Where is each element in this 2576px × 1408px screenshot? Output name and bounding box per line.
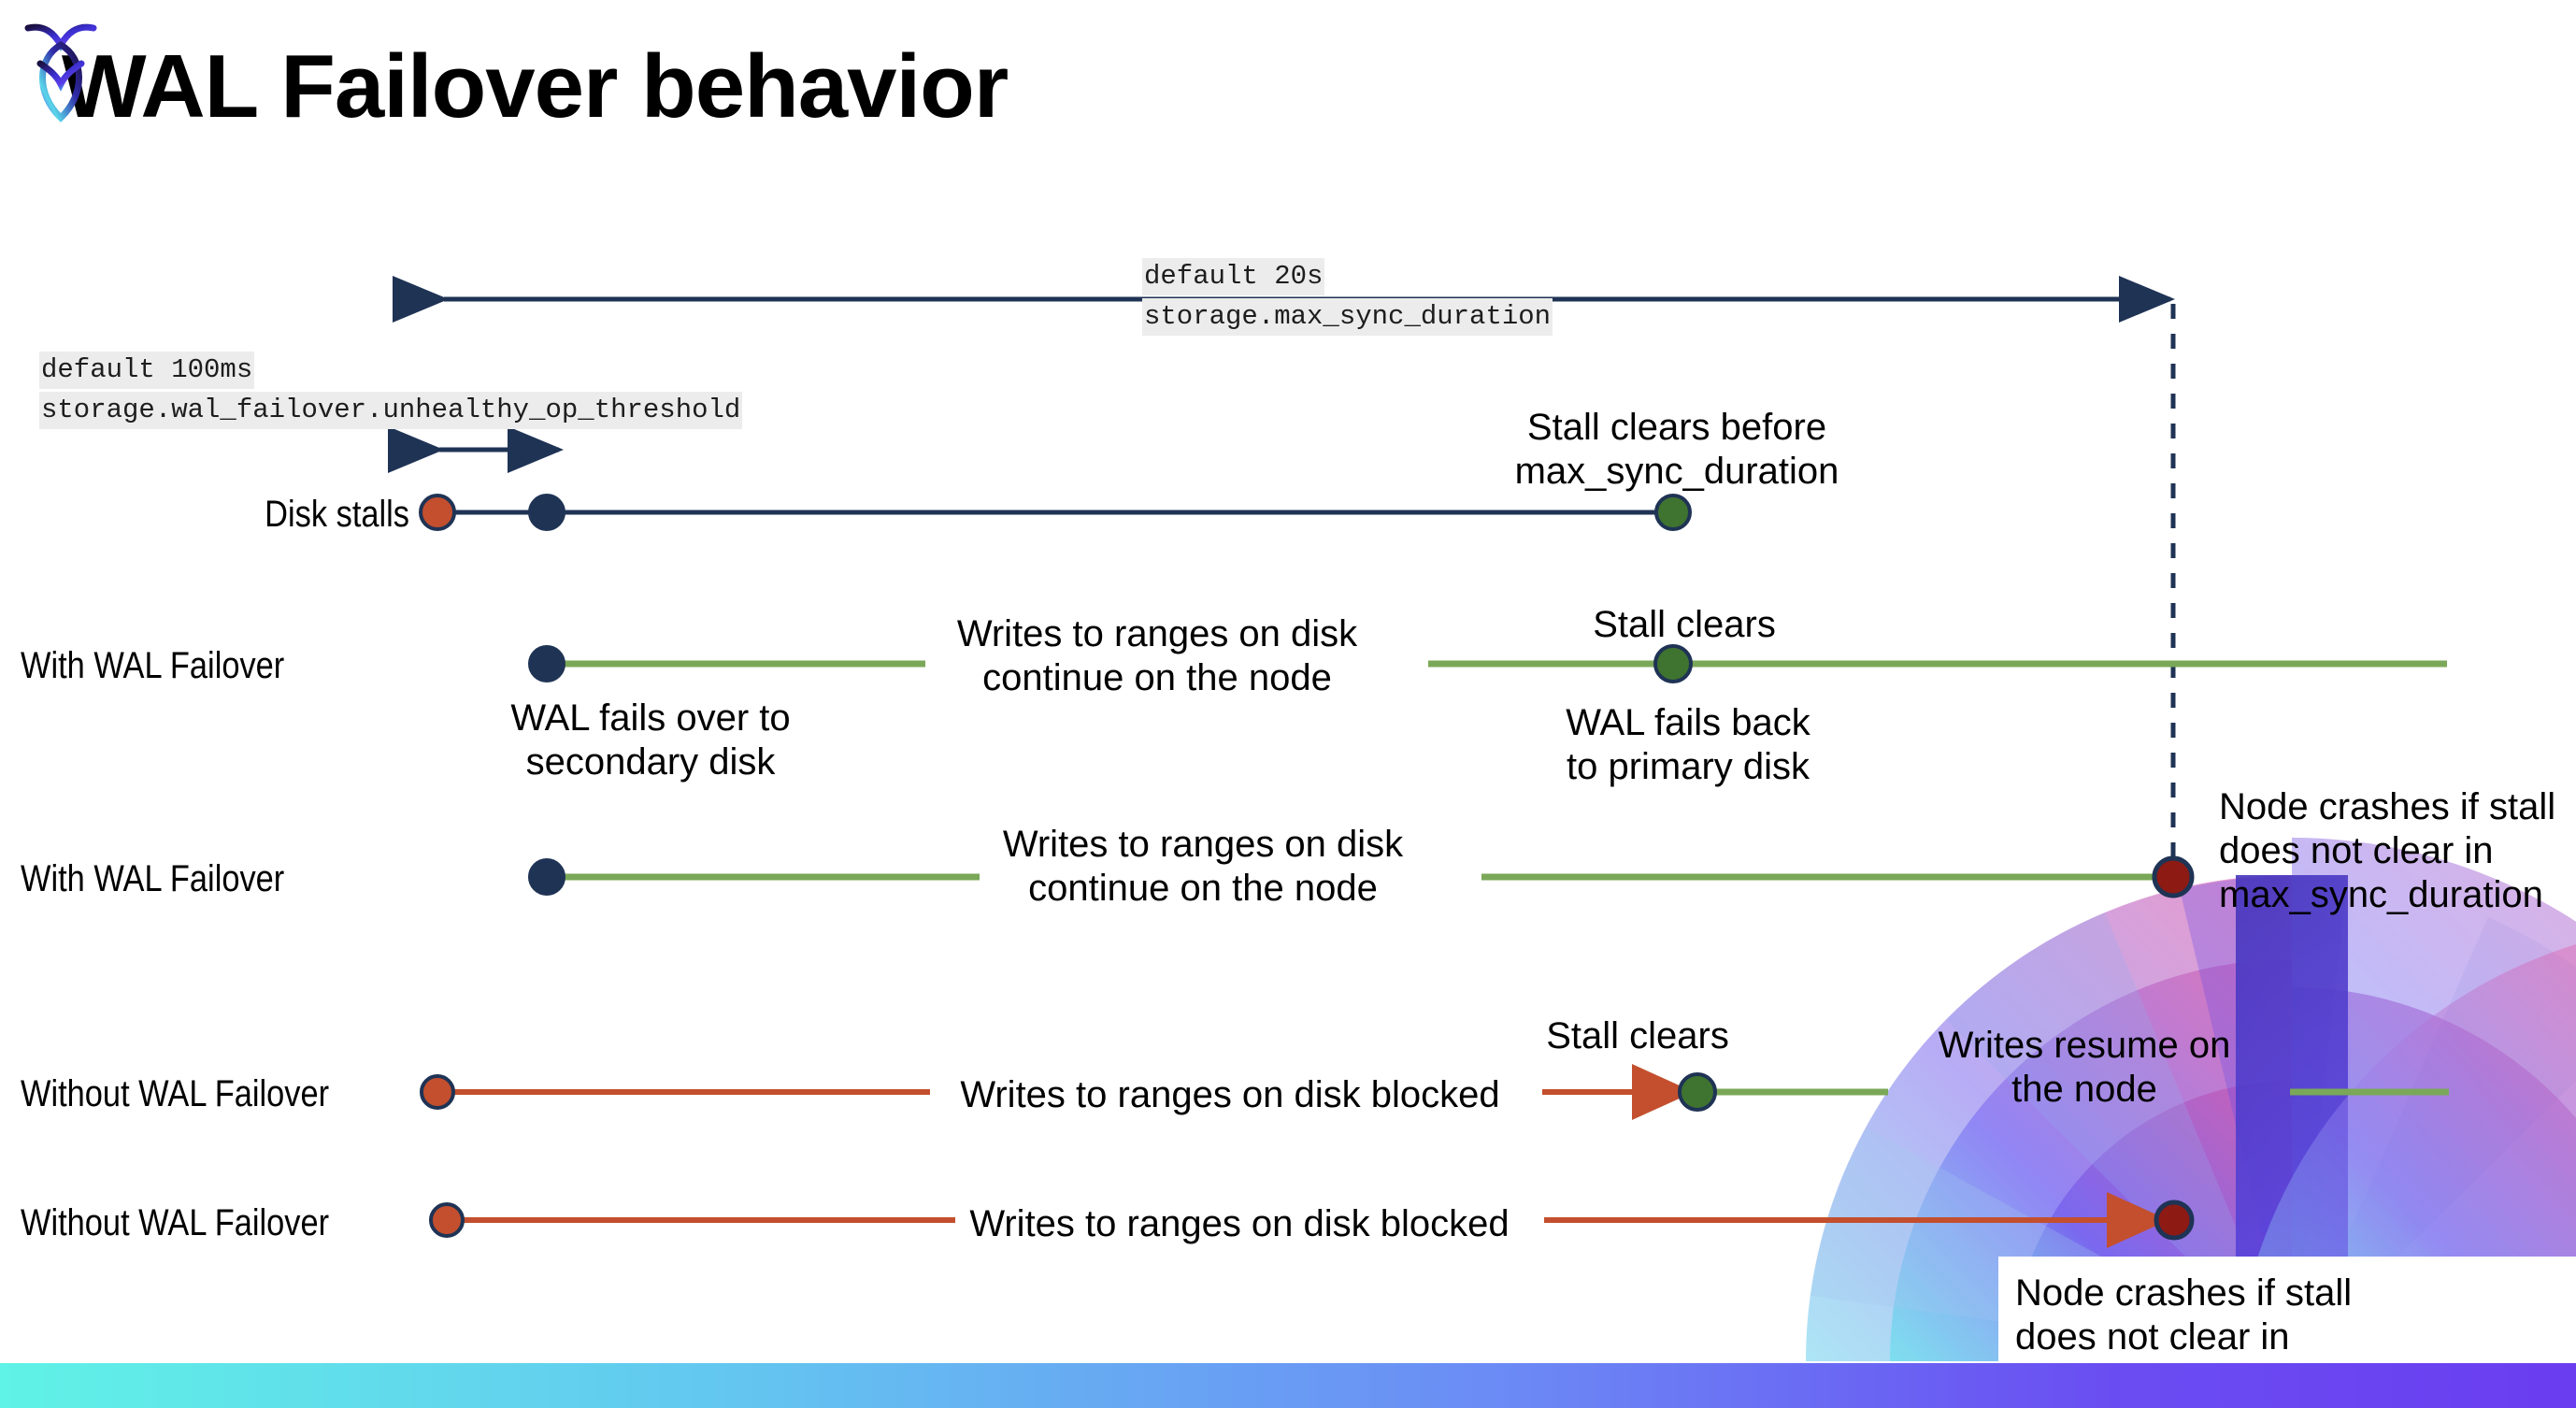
cockroachdb-logo-icon: [24, 23, 97, 122]
marker-failover-point: [528, 858, 565, 896]
annotation-stall-clears-row4: Stall clears: [1546, 1015, 1729, 1056]
annotation-wal-fails-back: WAL fails back to primary disk: [1566, 702, 1810, 788]
page-title: WAL Failover behavior: [62, 36, 1009, 136]
annotation-wal-fails-over: WAL fails over to secondary disk: [510, 697, 791, 783]
marker-stall-clears: [1653, 644, 1693, 683]
setting-left-default: default 100ms: [39, 352, 255, 390]
marker-failover-point: [528, 645, 565, 682]
row-label-with-wal-failover-2: With WAL Failover: [21, 858, 285, 899]
setting-top-default: default 20s: [1142, 258, 1325, 296]
row-label-with-wal-failover-1: With WAL Failover: [21, 645, 285, 686]
timeline-row-with-failover-clears: [528, 644, 2447, 683]
marker-stall-clears: [1678, 1072, 1717, 1112]
timeline-row-without-failover-crash: [429, 1192, 2195, 1248]
timeline-row-without-failover-clears: [420, 1064, 2449, 1120]
annotation-writes-continue-1: Writes to ranges on disk continue on the…: [956, 613, 1358, 699]
annotation-node-crashes-1: Node crashes if stall does not clear in …: [2219, 786, 2556, 916]
marker-stall-start: [429, 1202, 465, 1238]
row-label-disk-stalls: Disk stalls: [265, 494, 409, 535]
row-label-without-wal-failover-2: Without WAL Failover: [21, 1202, 330, 1243]
marker-stall-clears: [1654, 494, 1692, 531]
marker-node-crash: [2152, 855, 2195, 898]
marker-stall-start: [419, 494, 456, 531]
annotation-writes-blocked-1: Writes to ranges on disk blocked: [960, 1074, 1500, 1115]
annotation-writes-resume: Writes resume on the node: [1938, 1025, 2231, 1111]
marker-failover-point: [528, 494, 565, 531]
setting-left-name: storage.wal_failover.unhealthy_op_thresh…: [39, 392, 743, 430]
marker-stall-start: [420, 1074, 455, 1110]
annotation-stall-clears-row2: Stall clears: [1593, 604, 1776, 645]
setting-top-name: storage.max_sync_duration: [1142, 298, 1553, 337]
annotation-stall-clears-before: Stall clears before max_sync_duration: [1514, 407, 1839, 493]
timeline-row-disk-stalls: [419, 494, 1692, 531]
bottom-gradient-bar: [0, 1363, 2576, 1408]
annotation-writes-blocked-2: Writes to ranges on disk blocked: [969, 1203, 1510, 1244]
row-label-without-wal-failover-1: Without WAL Failover: [21, 1073, 330, 1114]
annotation-writes-continue-2: Writes to ranges on disk continue on the…: [1002, 824, 1404, 910]
timeline-row-with-failover-crash: [528, 855, 2195, 898]
marker-node-crash: [2154, 1200, 2195, 1241]
